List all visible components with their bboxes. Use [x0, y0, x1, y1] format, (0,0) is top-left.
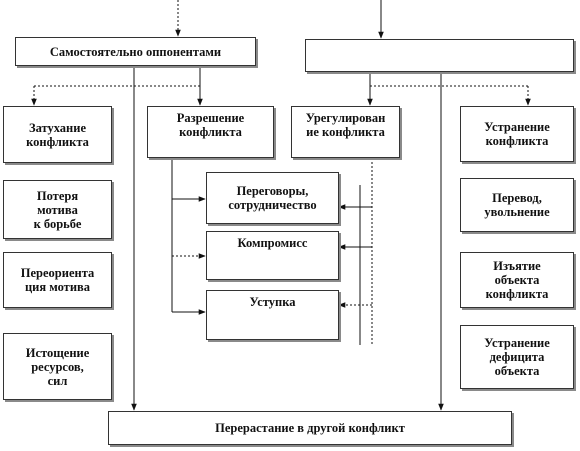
resolution-text: Разрешение конфликта: [176, 111, 245, 139]
seizure-box: Изъятие объекта конфликта: [460, 252, 574, 308]
deficit-box: Устранение дефицита объекта: [460, 325, 574, 389]
motive-loss-text: Потеря мотива к борьбе: [33, 188, 82, 231]
seizure-text: Изъятие объекта конфликта: [485, 259, 549, 301]
concession-text: Уступка: [249, 295, 296, 309]
deficit-text: Устранение дефицита объекта: [484, 336, 550, 378]
fading-box: Затухание конфликта: [3, 106, 112, 163]
transfer-text: Перевод, увольнение: [484, 191, 550, 219]
reorientation-box: Переориента ция мотива: [3, 252, 112, 308]
fading-text: Затухание конфликта: [26, 120, 89, 149]
escalation-text: Перерастание в другой конфликт: [215, 421, 405, 435]
exhaustion-box: Истощение ресурсов, сил: [3, 333, 112, 400]
elimination-text: Устранение конфликта: [484, 120, 550, 148]
resolution-box: Разрешение конфликта: [147, 106, 274, 158]
escalation-box: Перерастание в другой конфликт: [108, 411, 512, 445]
motive-loss-box: Потеря мотива к борьбе: [3, 180, 112, 239]
exhaustion-text: Истощение ресурсов, сил: [25, 345, 90, 388]
compromise-box: Компромисс: [206, 231, 339, 280]
transfer-box: Перевод, увольнение: [460, 178, 574, 232]
compromise-text: Компромисс: [237, 236, 308, 250]
self-opponents-box: Самостоятельно оппонентами: [15, 37, 256, 66]
self-opponents-text: Самостоятельно оппонентами: [49, 44, 222, 59]
elimination-box: Устранение конфликта: [460, 106, 574, 162]
top-right-box: [305, 39, 574, 72]
reorientation-text: Переориента ция мотива: [20, 266, 95, 294]
concession-box: Уступка: [206, 290, 339, 340]
settlement-text: Урегулирован ие конфликта: [305, 111, 386, 139]
negotiations-text: Переговоры, сотрудничество: [228, 184, 317, 212]
settlement-box: Урегулирован ие конфликта: [291, 106, 400, 158]
negotiations-box: Переговоры, сотрудничество: [206, 172, 339, 224]
